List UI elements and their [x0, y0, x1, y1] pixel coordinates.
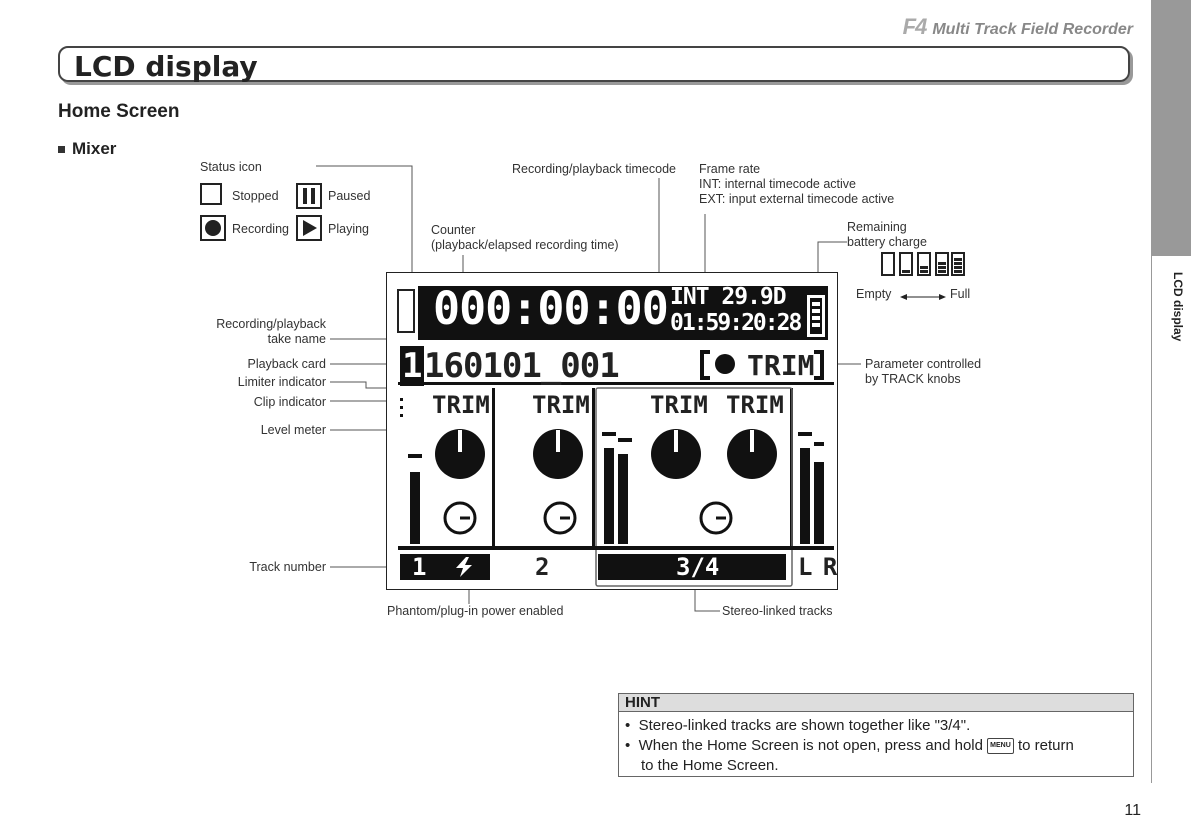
lcd-trim-3: TRIM: [650, 391, 708, 419]
page-title-box: [58, 46, 1130, 82]
hint-item-1: • Stereo-linked tracks are shown togethe…: [625, 717, 971, 734]
hint-title: HINT: [625, 694, 660, 711]
rec-timecode-label: Recording/playback timecode: [512, 162, 676, 176]
page-title: LCD display: [74, 50, 258, 83]
phantom-label: Phantom/plug-in power enabled: [387, 604, 564, 618]
frame-rate-label: Frame rate INT: internal timecode active…: [699, 162, 895, 206]
stopped-label: Stopped: [232, 189, 279, 203]
playback-card-label: Playback card: [247, 357, 326, 371]
battery-empty-label: Empty: [856, 287, 892, 301]
bullet-square-icon: [58, 146, 65, 154]
lcd-track-2: 2: [535, 553, 550, 581]
lcd-track-1: 1: [412, 553, 427, 581]
lcd-trim-4: TRIM: [726, 391, 784, 419]
lcd-frame-rate: INT 29.9D: [670, 284, 787, 310]
side-tab: [1151, 0, 1191, 256]
battery-label: Remaining battery charge: [847, 220, 927, 249]
hint-item-2-text: When the Home Screen is not open, press …: [638, 737, 983, 754]
hint-item-2-post: to return: [1017, 737, 1074, 754]
lcd-take-name: 160101_001: [424, 346, 620, 386]
status-icon-heading: Status icon: [200, 160, 262, 174]
playing-icon: [296, 215, 322, 241]
menu-key-icon: MENU: [987, 738, 1014, 755]
lcd-counter: 000:00:00: [433, 282, 669, 335]
level-meter-label: Level meter: [260, 423, 326, 437]
phantom-power-icon: [450, 556, 480, 578]
battery-levels-icon: [880, 250, 966, 278]
lcd-card: 1: [400, 346, 425, 386]
hint-item-2-continued: to the Home Screen.: [641, 757, 779, 774]
hint-box: [618, 693, 1134, 777]
hint-item-1-text: Stereo-linked tracks are shown together …: [638, 717, 971, 734]
paused-label: Paused: [328, 189, 371, 203]
lcd-lr: L R: [798, 553, 837, 581]
side-tab-label: LCD display: [1171, 272, 1185, 342]
paused-icon: [296, 183, 322, 209]
hint-header: [619, 694, 1133, 712]
parameter-label: Parameter controlled by TRACK knobs: [865, 357, 982, 386]
subsection-title: Mixer: [58, 139, 116, 159]
section-title: Home Screen: [58, 101, 180, 122]
double-arrow-icon: [900, 289, 946, 300]
take-name-label: Recording/playback take name: [216, 317, 326, 346]
lcd-param: TRIM: [747, 349, 815, 382]
battery-full-label: Full: [950, 287, 971, 301]
lcd-graphics: [397, 286, 834, 587]
track-number-label: Track number: [249, 560, 326, 574]
lcd-timecode: 01:59:20:28: [670, 310, 802, 336]
lcd-trim-2: TRIM: [532, 391, 590, 419]
stopped-icon: [200, 183, 222, 205]
lcd-trim-1: TRIM: [432, 391, 490, 419]
page-number: 11: [1124, 802, 1141, 819]
limiter-label: Limiter indicator: [237, 375, 326, 389]
recording-icon: [200, 215, 226, 241]
subsection-label: Mixer: [72, 139, 117, 158]
clip-label: Clip indicator: [253, 395, 326, 409]
hint-item-2: • When the Home Screen is not open, pres…: [625, 737, 1074, 755]
brand-title: Multi Track Field Recorder: [932, 21, 1133, 38]
f4-logo: F4: [902, 14, 928, 39]
recording-label: Recording: [232, 222, 289, 236]
counter-label: Counter (playback/elapsed recording time…: [431, 223, 619, 252]
playing-label: Playing: [328, 222, 369, 236]
stereo-linked-label: Stereo-linked tracks: [722, 604, 833, 618]
lcd-stereo-tracks: 3/4: [676, 553, 720, 581]
side-divider: [1151, 256, 1152, 783]
